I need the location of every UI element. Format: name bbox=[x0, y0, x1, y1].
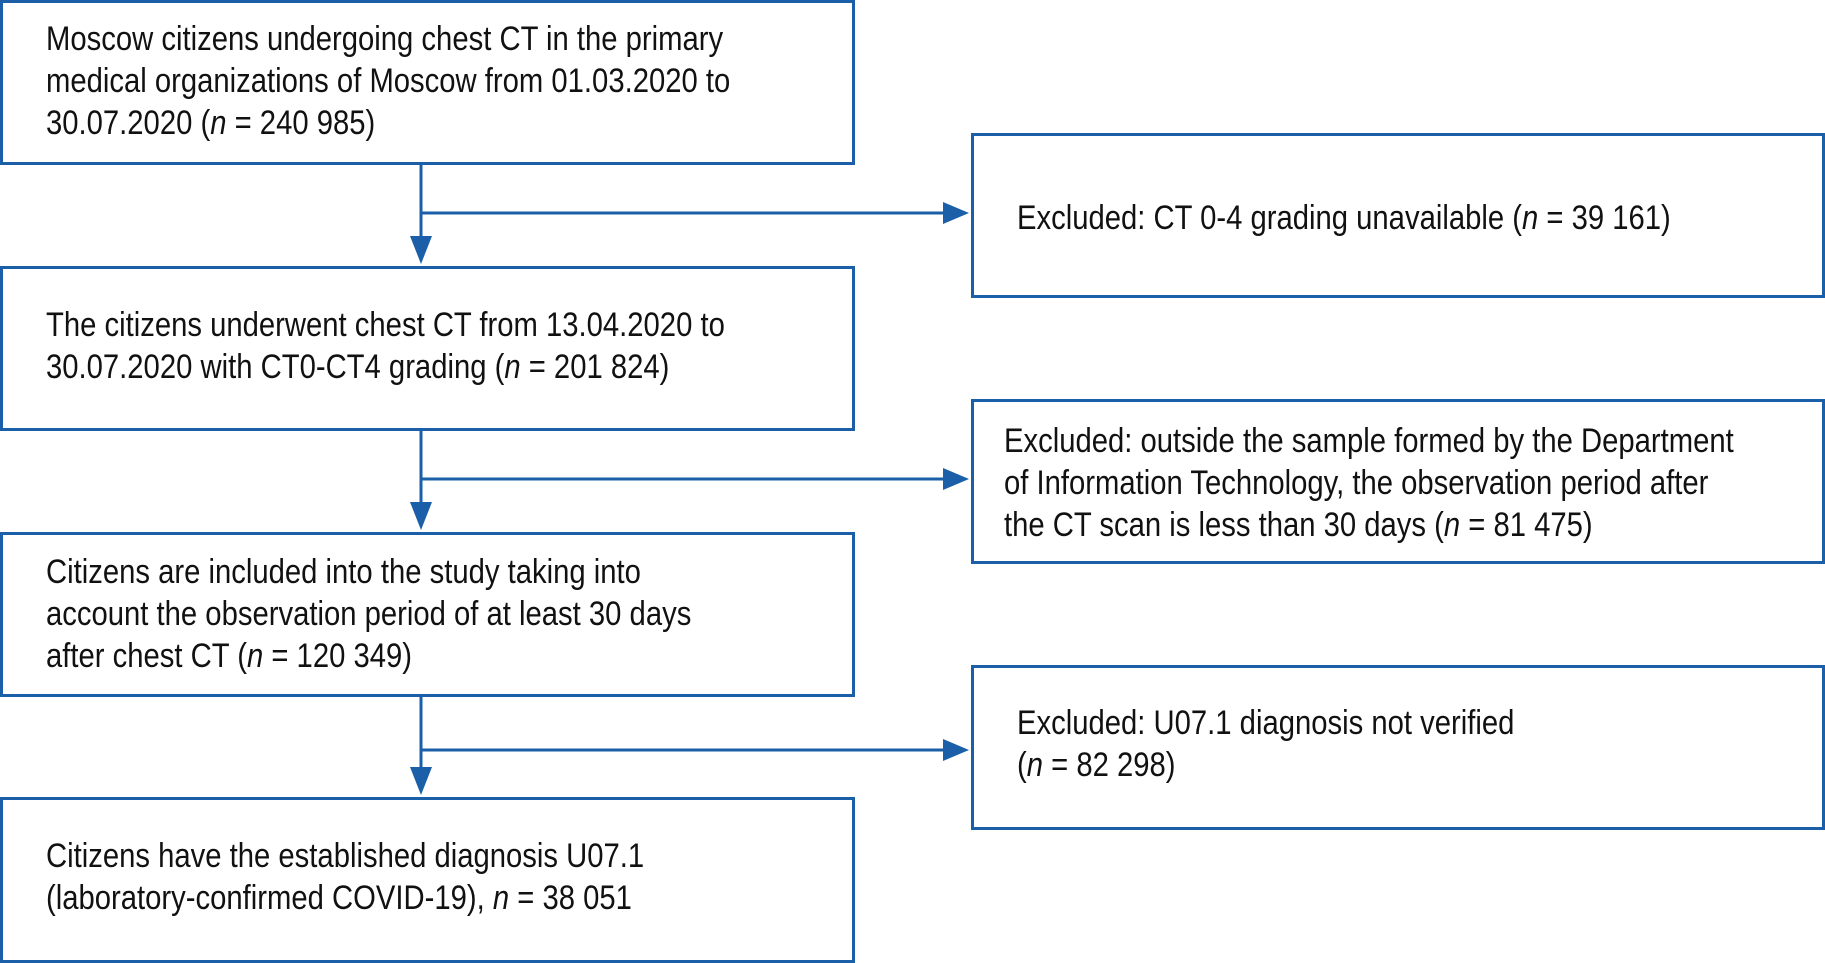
box-confirmed-covid: Citizens have the established diagnosis … bbox=[0, 797, 855, 963]
arrowhead-down-3 bbox=[410, 767, 432, 795]
text-line-last: (laboratory-confirmed COVID-19), n = 38 … bbox=[46, 877, 644, 919]
text-line: Moscow citizens undergoing chest CT in t… bbox=[46, 20, 724, 58]
box-text: The citizens underwent chest CT from 13.… bbox=[46, 304, 725, 388]
n-label: n bbox=[504, 348, 521, 386]
box-screened-citizens: Moscow citizens undergoing chest CT in t… bbox=[0, 0, 855, 165]
n-label: n bbox=[1521, 199, 1539, 237]
text-fragment: = 201 824) bbox=[520, 348, 670, 386]
text-fragment: = 38 051 bbox=[509, 879, 632, 917]
n-label: n bbox=[246, 637, 264, 675]
text-line: account the observation period of at lea… bbox=[46, 595, 692, 633]
text-fragment: 30.07.2020 with CT0-CT4 grading ( bbox=[46, 348, 505, 386]
box-text: Moscow citizens undergoing chest CT in t… bbox=[46, 18, 730, 144]
text-line-last: Excluded: CT 0-4 grading unavailable (n … bbox=[1017, 197, 1671, 239]
text-line-last: 30.07.2020 (n = 240 985) bbox=[46, 102, 730, 144]
text-fragment: = 120 349) bbox=[263, 637, 412, 675]
text-fragment: Excluded: CT 0-4 grading unavailable ( bbox=[1017, 199, 1522, 237]
arrowhead-right-3 bbox=[943, 739, 969, 761]
text-line: Citizens have the established diagnosis … bbox=[46, 837, 645, 875]
text-line: of Information Technology, the observati… bbox=[1004, 464, 1709, 502]
text-fragment: ( bbox=[1017, 746, 1027, 784]
text-fragment: = 82 298) bbox=[1043, 746, 1176, 784]
arrowhead-down-1 bbox=[410, 236, 432, 264]
text-line: Citizens are included into the study tak… bbox=[46, 553, 641, 591]
box-text: Citizens are included into the study tak… bbox=[46, 551, 691, 677]
n-label: n bbox=[210, 104, 227, 142]
text-line: Excluded: U07.1 diagnosis not verified bbox=[1017, 704, 1515, 742]
text-fragment: (laboratory-confirmed COVID-19), bbox=[46, 879, 493, 917]
text-fragment: = 81 475) bbox=[1460, 506, 1593, 544]
text-line-last: (n = 82 298) bbox=[1017, 744, 1514, 786]
box-text: Excluded: U07.1 diagnosis not verified (… bbox=[1017, 702, 1514, 786]
text-line-last: the CT scan is less than 30 days (n = 81… bbox=[1004, 504, 1734, 546]
box-included-citizens: Citizens are included into the study tak… bbox=[0, 532, 855, 697]
n-label: n bbox=[1026, 746, 1044, 784]
arrowhead-right-2 bbox=[943, 468, 969, 490]
text-line-last: after chest CT (n = 120 349) bbox=[46, 635, 691, 677]
text-line-last: 30.07.2020 with CT0-CT4 grading (n = 201… bbox=[46, 346, 725, 388]
box-graded-citizens: The citizens underwent chest CT from 13.… bbox=[0, 266, 855, 431]
box-excluded-diagnosis-not-verified: Excluded: U07.1 diagnosis not verified (… bbox=[971, 665, 1825, 830]
text-fragment: the CT scan is less than 30 days ( bbox=[1004, 506, 1444, 544]
text-fragment: after chest CT ( bbox=[46, 637, 247, 675]
text-line: Excluded: outside the sample formed by t… bbox=[1004, 422, 1734, 460]
arrowhead-right-1 bbox=[943, 202, 969, 224]
box-text: Excluded: CT 0-4 grading unavailable (n … bbox=[1017, 197, 1671, 239]
text-fragment: 30.07.2020 ( bbox=[46, 104, 211, 142]
n-label: n bbox=[1443, 506, 1461, 544]
box-text: Citizens have the established diagnosis … bbox=[46, 835, 644, 919]
arrowhead-down-2 bbox=[410, 502, 432, 530]
text-line: The citizens underwent chest CT from 13.… bbox=[46, 306, 725, 344]
box-excluded-observation-period: Excluded: outside the sample formed by t… bbox=[971, 399, 1825, 564]
text-fragment: = 240 985) bbox=[226, 104, 376, 142]
box-text: Excluded: outside the sample formed by t… bbox=[1004, 420, 1734, 546]
text-fragment: = 39 161) bbox=[1538, 199, 1671, 237]
text-line: medical organizations of Moscow from 01.… bbox=[46, 62, 731, 100]
n-label: n bbox=[492, 879, 510, 917]
box-excluded-grading-unavailable: Excluded: CT 0-4 grading unavailable (n … bbox=[971, 133, 1825, 298]
